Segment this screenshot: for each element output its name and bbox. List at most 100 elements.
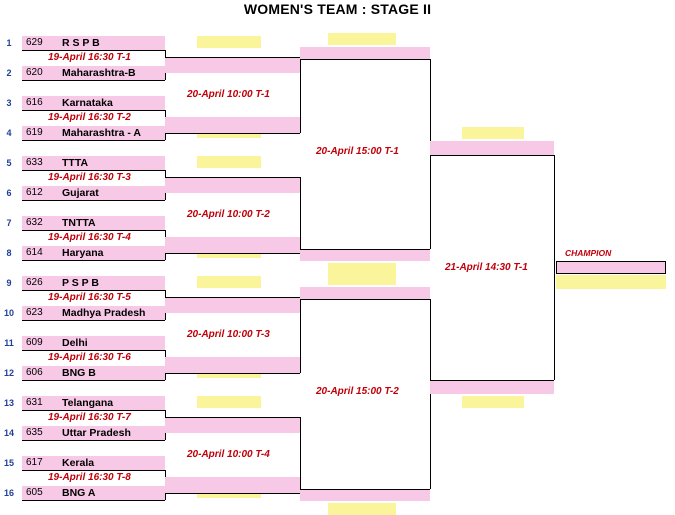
champion-slot — [556, 275, 666, 289]
bracket-line — [22, 500, 165, 501]
winner-slot — [165, 177, 300, 193]
seed-number: 11 — [4, 338, 14, 348]
team-code: 606 — [26, 367, 43, 378]
semi-match-label: 20-April 15:00 T-2 — [316, 386, 399, 397]
team-code: 629 — [26, 37, 43, 48]
team-slot — [22, 426, 165, 440]
team-name: Uttar Pradesh — [62, 427, 131, 439]
winner-slot — [300, 489, 430, 501]
seed-number: 12 — [3, 368, 14, 378]
team-code: 623 — [26, 307, 43, 318]
seed-number: 16 — [3, 488, 14, 498]
team-code: 605 — [26, 487, 43, 498]
r1-match-label: 19-April 16:30 T-3 — [48, 172, 131, 183]
team-slot — [22, 36, 165, 50]
winner-slot — [197, 156, 261, 168]
r1-match-label: 19-April 16:30 T-1 — [48, 52, 131, 63]
team-code: 631 — [26, 397, 43, 408]
quarter-match-label: 20-April 10:00 T-1 — [187, 89, 270, 100]
team-name: Maharashtra - A — [62, 127, 141, 139]
bracket-line — [430, 380, 554, 381]
bracket-line — [22, 380, 165, 381]
bracket-line — [300, 297, 301, 373]
team-code: 614 — [26, 247, 43, 258]
team-slot — [22, 66, 165, 80]
bracket-line — [22, 470, 165, 471]
team-code: 619 — [26, 127, 43, 138]
team-name: TNTTA — [62, 217, 96, 229]
bracket-line — [300, 489, 430, 490]
bracket-line — [165, 57, 300, 58]
team-name: P S P B — [62, 277, 99, 289]
winner-slot — [165, 477, 300, 493]
winner-slot — [328, 503, 396, 515]
seed-number: 3 — [6, 98, 12, 108]
team-code: 632 — [26, 217, 43, 228]
bracket-line — [300, 59, 430, 60]
team-slot — [22, 366, 165, 380]
r1-match-label: 19-April 16:30 T-6 — [48, 352, 131, 363]
team-slot — [22, 336, 165, 350]
team-code: 616 — [26, 97, 43, 108]
bracket-line — [554, 155, 555, 380]
team-name: Gujarat — [62, 187, 99, 199]
winner-slot — [165, 57, 300, 73]
champion-label: CHAMPION — [565, 248, 612, 258]
bracket-line — [300, 177, 301, 253]
winner-slot — [300, 47, 430, 59]
winner-slot — [165, 417, 300, 433]
bracket-line — [22, 230, 165, 231]
team-slot — [22, 456, 165, 470]
quarter-match-label: 20-April 10:00 T-3 — [187, 329, 270, 340]
bracket-line — [165, 177, 300, 178]
winner-slot — [430, 141, 554, 155]
winner-slot — [197, 396, 261, 408]
seed-number: 2 — [6, 68, 12, 78]
winner-slot — [462, 127, 524, 139]
semi-match-label: 20-April 15:00 T-1 — [316, 146, 399, 157]
team-slot — [22, 246, 165, 260]
team-slot — [22, 156, 165, 170]
seed-number: 1 — [6, 38, 12, 48]
bracket-line — [300, 417, 301, 493]
bracket-line — [165, 253, 300, 254]
bracket-line — [22, 440, 165, 441]
winner-slot — [328, 273, 396, 285]
bracket-line — [300, 249, 430, 250]
winner-slot — [197, 276, 261, 288]
bracket-line — [22, 170, 165, 171]
winner-slot — [197, 36, 261, 48]
final-match-label: 21-April 14:30 T-1 — [445, 262, 528, 273]
bracket-line — [165, 133, 300, 134]
bracket-line — [300, 57, 301, 133]
bracket-line — [165, 493, 300, 494]
winner-slot — [165, 237, 300, 253]
team-slot — [22, 486, 165, 500]
team-slot — [22, 126, 165, 140]
team-name: TTTA — [62, 157, 89, 169]
team-name: Maharashtra-B — [62, 67, 136, 79]
r1-match-label: 19-April 16:30 T-7 — [48, 412, 131, 423]
seed-number: 14 — [3, 428, 14, 438]
winner-slot — [300, 287, 430, 299]
team-name: R S P B — [62, 37, 100, 49]
team-code: 635 — [26, 427, 43, 438]
seed-number: 13 — [3, 398, 14, 408]
bracket-line — [300, 299, 430, 300]
bracket-line — [22, 140, 165, 141]
bracket-line — [22, 80, 165, 81]
seed-number: 9 — [6, 278, 12, 288]
quarter-match-label: 20-April 10:00 T-2 — [187, 209, 270, 220]
team-code: 612 — [26, 187, 43, 198]
seed-number: 10 — [3, 308, 14, 318]
bracket-line — [165, 417, 300, 418]
team-name: Madhya Pradesh — [62, 307, 146, 319]
bracket-line — [165, 297, 300, 298]
r1-match-label: 19-April 16:30 T-4 — [48, 232, 131, 243]
seed-number: 8 — [6, 248, 12, 258]
bracket-line — [22, 350, 165, 351]
winner-slot — [165, 117, 300, 133]
bracket-line — [430, 299, 431, 489]
seed-number: 5 — [6, 158, 12, 168]
champion-slot — [556, 261, 666, 274]
